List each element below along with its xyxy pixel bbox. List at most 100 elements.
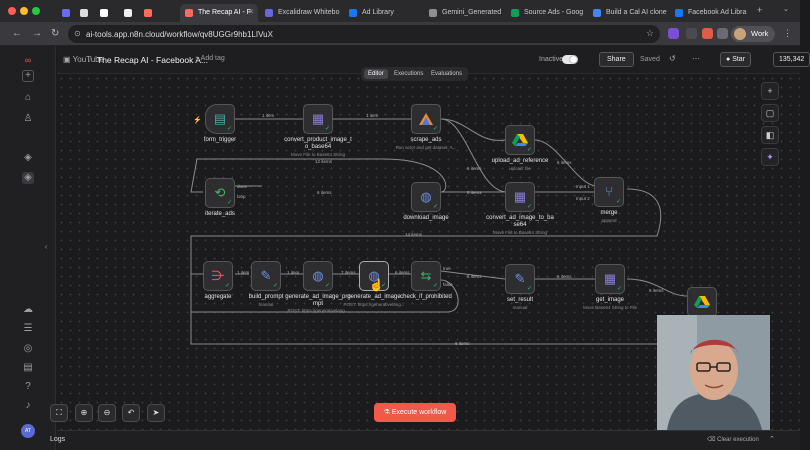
tab-list-chevron-icon[interactable]: ⌄ — [783, 6, 789, 13]
workflow-name[interactable]: The Recap AI - Facebook A... — [97, 55, 209, 65]
panel-icon[interactable]: ◧ — [761, 126, 779, 144]
help-icon[interactable]: ? — [25, 381, 31, 392]
bookmark-star-icon[interactable]: ☆ — [645, 28, 654, 38]
github-icon: ● — [726, 56, 731, 63]
tab-executions[interactable]: Executions — [394, 71, 424, 77]
ai-assistant-icon[interactable]: ✦ — [761, 148, 779, 166]
chart-icon[interactable]: ▤ — [23, 362, 33, 373]
close-window-button[interactable] — [8, 7, 16, 15]
node-iterate-ads[interactable]: ⟲✓ — [205, 178, 235, 208]
node-generate-ad-image-prompt[interactable]: ◍✓ — [303, 261, 333, 291]
tab-excalidraw[interactable]: Excalidraw Whitebo — [260, 4, 342, 22]
expand-logs-icon[interactable]: ⌃ — [769, 436, 775, 443]
project-layers-icon[interactable]: ◈ — [22, 172, 34, 184]
tab-source-ads[interactable]: Source Ads - Goog — [506, 4, 586, 22]
broadcast-icon[interactable]: ◎ — [23, 343, 33, 354]
maximize-window-button[interactable] — [32, 7, 40, 15]
cloud-icon[interactable]: ☁ — [23, 304, 33, 315]
pointer-tool-icon[interactable]: ➤ — [147, 404, 165, 422]
excalidraw-favicon-icon — [265, 9, 273, 17]
user-avatar[interactable]: AT — [21, 424, 35, 438]
new-tab-icon[interactable]: + — [757, 5, 763, 15]
node-aggregate[interactable]: ⋺✓ — [203, 261, 233, 291]
site-info-icon[interactable]: ⊙ — [74, 29, 81, 38]
add-tag-button[interactable]: + Add tag — [195, 55, 225, 62]
logs-label[interactable]: Logs — [50, 436, 66, 443]
tab-evaluations[interactable]: Evaluations — [431, 71, 463, 77]
node-generate-ad-image[interactable]: ◍✓ — [359, 261, 389, 291]
pinned-tab[interactable] — [98, 4, 110, 22]
tab-cal-ai[interactable]: Build a Cal AI clone — [588, 4, 668, 22]
node-get-image[interactable]: ▦✓ — [595, 264, 625, 294]
apify-icon — [412, 105, 440, 133]
undo-icon[interactable]: ↶ — [122, 404, 140, 422]
tab-editor[interactable]: Editor — [364, 69, 388, 79]
bell-icon[interactable]: ♪ — [25, 400, 31, 411]
node-check-if-prohibited[interactable]: ⇆✓ — [411, 261, 441, 291]
zoom-in-icon[interactable]: ⊕ — [75, 404, 93, 422]
node-subtitle: manual — [512, 305, 528, 310]
pinned-tab[interactable] — [142, 4, 154, 22]
star-label: Star — [732, 56, 746, 63]
create-icon[interactable]: + — [22, 70, 34, 82]
node-build-prompt[interactable]: ✎✓ — [251, 261, 281, 291]
home-icon[interactable]: ⌂ — [24, 92, 32, 103]
tab-facebook-ad-library[interactable]: Facebook Ad Libra — [670, 4, 750, 22]
edge-label: 6 items — [395, 270, 410, 275]
tab-ad-library[interactable]: Ad Library — [344, 4, 422, 22]
clear-execution-button[interactable]: ⌫ Clear execution — [707, 437, 759, 443]
minimize-window-button[interactable] — [20, 7, 28, 15]
reload-icon[interactable]: ↻ — [51, 28, 60, 39]
extension-icon[interactable] — [702, 28, 713, 39]
node-scrape-ads[interactable]: ✓ — [411, 104, 441, 134]
back-icon[interactable]: ← — [12, 28, 22, 39]
node-upload-ad-reference[interactable]: ✓ — [505, 125, 535, 155]
database-icon[interactable]: ☰ — [23, 323, 33, 334]
pinned-tab[interactable] — [60, 4, 72, 22]
connection-line — [534, 139, 598, 187]
node-download-image[interactable]: ◍✓ — [411, 182, 441, 212]
node-convert-product-image[interactable]: ▦✓ — [303, 104, 333, 134]
history-icon[interactable]: ↺ — [669, 54, 676, 63]
user-icon[interactable]: ♙ — [23, 113, 33, 124]
active-toggle[interactable] — [562, 55, 578, 64]
node-merge[interactable]: ⑂✓ — [594, 177, 624, 207]
n8n-logo-icon[interactable]: ∞ — [24, 55, 32, 65]
extension-icon[interactable] — [686, 28, 697, 39]
node-label: convert_ad_image_to_ba se64 — [486, 215, 554, 228]
github-star-button[interactable]: ● Star — [720, 52, 752, 67]
success-check-icon: ✓ — [432, 283, 438, 289]
forward-icon[interactable]: → — [32, 28, 42, 39]
more-options-icon[interactable]: ⋯ — [692, 54, 700, 63]
share-button[interactable]: Share — [599, 52, 634, 67]
extensions-puzzle-icon[interactable] — [717, 28, 728, 39]
close-tab-icon[interactable]: ✕ — [248, 9, 254, 16]
add-node-icon[interactable]: + — [761, 82, 779, 100]
tab-recap-ai[interactable]: The Recap AI - F✕ — [180, 4, 258, 22]
fit-view-icon[interactable]: ⛶ — [50, 404, 68, 422]
node-convert-ad-image[interactable]: ▦✓ — [505, 182, 535, 212]
url-field[interactable]: ⊙ ai-tools.app.n8n.cloud/workflow/qv8UGG… — [68, 25, 660, 43]
edge-label: 7 items — [341, 270, 356, 275]
edge-label: false — [443, 282, 453, 287]
extension-icon[interactable] — [668, 28, 679, 39]
pinned-tab[interactable] — [78, 4, 90, 22]
node-upload-drive[interactable] — [687, 287, 717, 317]
logs-bar[interactable]: Logs ⌫ Clear execution ⌃ — [50, 430, 800, 450]
execute-workflow-button[interactable]: ⚗ Execute workflow — [374, 403, 456, 422]
node-subtitle: manual — [258, 302, 274, 307]
browser-menu-icon[interactable]: ⋮ — [783, 28, 792, 38]
star-count: 135,342 — [773, 52, 810, 67]
edge-label: 1 item — [287, 270, 300, 275]
collapse-sidebar-icon[interactable]: ‹ — [44, 244, 48, 251]
sticky-note-icon[interactable]: ▢ — [761, 104, 779, 122]
zoom-out-icon[interactable]: ⊖ — [98, 404, 116, 422]
node-form-trigger[interactable]: ▤✓ — [205, 104, 235, 134]
tab-gemini[interactable]: Gemini_Generated — [424, 4, 504, 22]
profile-button[interactable]: Work — [731, 26, 776, 42]
success-check-icon: ✓ — [432, 126, 438, 132]
pinned-tab[interactable] — [122, 4, 134, 22]
layers-icon[interactable]: ◈ — [24, 152, 32, 163]
node-set-result[interactable]: ✎✓ — [505, 264, 535, 294]
project-breadcrumb[interactable]: ▣ YouTube — [63, 55, 105, 64]
